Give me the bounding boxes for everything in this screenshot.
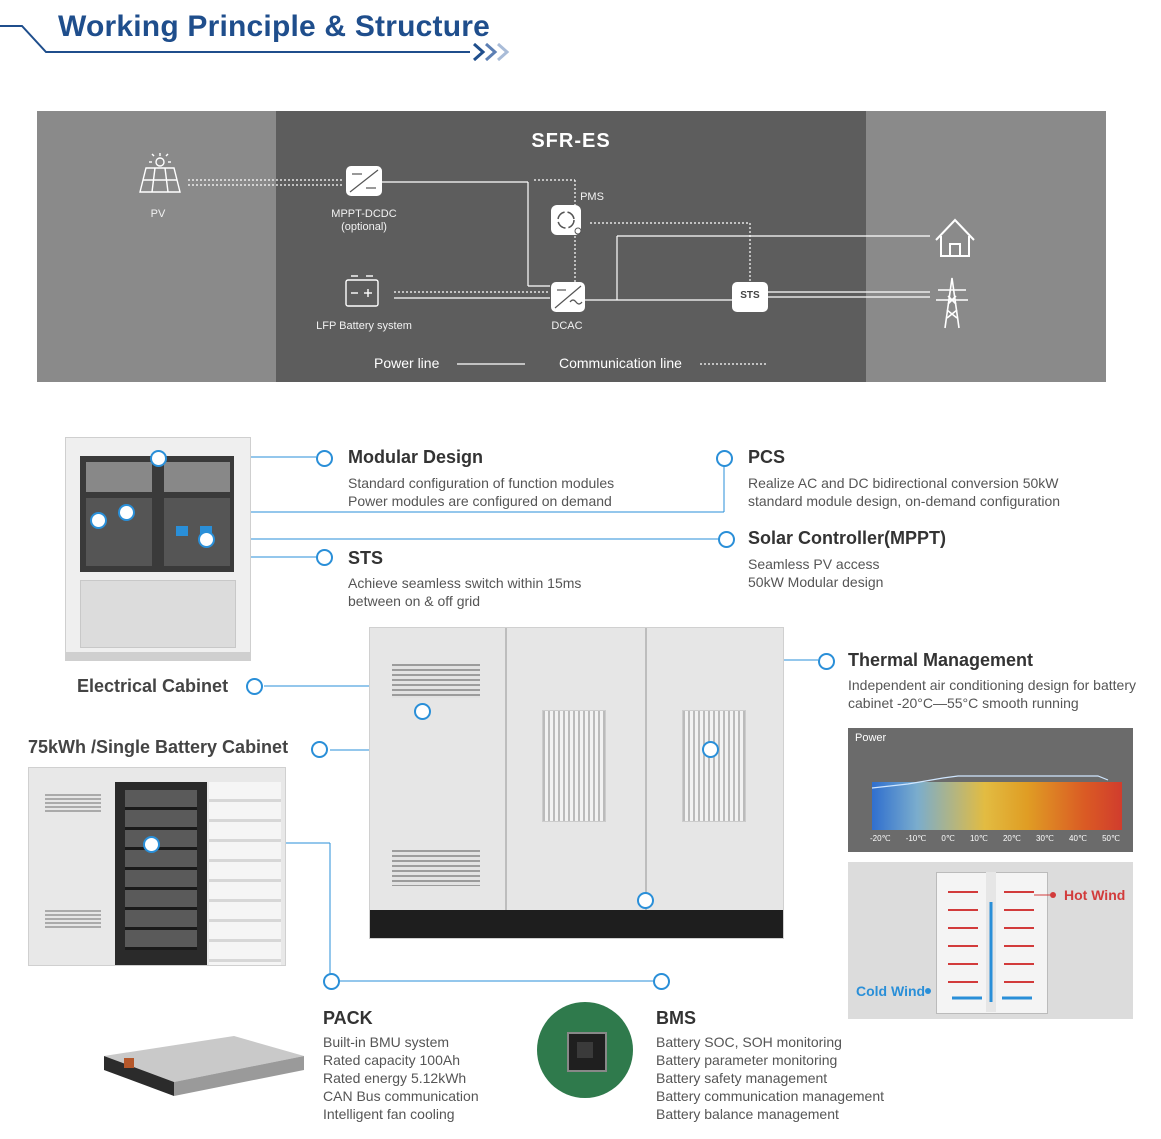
tick-label: 40℃ [1069,834,1087,843]
feature-line: Battery communication management [656,1088,884,1104]
tick-label: 10℃ [969,834,988,843]
sts-title: STS [348,548,384,568]
callout-dot [718,531,735,548]
pcs-block: PCS Realize AC and DC bidirectional conv… [748,447,1060,510]
feature-line: cabinet -20°C—55°C smooth running [848,695,1079,711]
callout-dot [716,450,733,467]
electrical-cabinet-image [65,437,251,661]
diagram-title: SFR-ES [531,130,611,152]
callout-dot [316,450,333,467]
callout-dot [818,653,835,670]
callout-dot [637,892,654,909]
callout-dot [198,531,215,548]
battery-icon [345,275,379,307]
pv-label: PV [150,208,166,220]
hot-wind-label: Hot Wind [1064,887,1126,903]
feature-line: Built-in BMU system [323,1034,450,1050]
cold-wind-label: Cold Wind [856,983,926,999]
callout-dot [143,836,160,853]
diagram-lines [139,153,975,365]
callout-dot [311,741,328,758]
callout-dot [150,450,167,467]
sts-block: STS Achieve seamless switch within 15ms … [348,548,581,610]
dcac-label: DCAC [551,320,583,332]
tick-label: 20℃ [1002,834,1021,843]
power-tower-icon [936,277,968,329]
mppt-optional-label: (optional) [341,221,387,233]
feature-line: CAN Bus communication [323,1088,479,1104]
sts-box [732,282,768,312]
tick-label: 50℃ [1102,834,1120,843]
callout-dot [90,512,107,529]
feature-line: Rated capacity 100Ah [323,1052,460,1068]
modular-design-title: Modular Design [348,447,484,467]
battery-cabinet-label: 75kWh /Single Battery Cabinet [28,737,289,757]
tick-label: -20℃ [870,834,891,843]
pack-title: PACK [323,1008,373,1028]
callout-dot [316,549,333,566]
pms-label: PMS [580,191,604,203]
mppt-converter-icon [346,166,382,196]
house-icon [935,218,975,257]
legend-power-line: Power line [374,355,440,371]
feature-line: Rated energy 5.12kWh [323,1070,467,1086]
feature-line: Seamless PV access [748,556,880,572]
callout-dot [246,678,263,695]
bms-title: BMS [656,1008,696,1028]
chevron-arrows-icon [473,42,510,62]
feature-line: Battery parameter monitoring [656,1052,838,1068]
battery-label: LFP Battery system [316,320,412,332]
feature-line: Standard configuration of function modul… [348,475,615,491]
mppt-label: MPPT-DCDC [331,208,397,220]
callout-dot [702,741,719,758]
feature-line: Realize AC and DC bidirectional conversi… [748,475,1059,491]
feature-line: Battery safety management [656,1070,828,1086]
airflow-arrows [925,891,1056,1002]
pack-module-image [104,1036,304,1096]
pcs-title: PCS [748,447,786,467]
pms-icon [551,205,582,235]
system-diagram-center [276,111,866,382]
thermal-management-title: Thermal Management [848,650,1034,670]
feature-line: Independent air conditioning design for … [848,677,1136,693]
main-battery-cabinet-image [369,627,784,939]
modular-design-block: Modular Design Standard configuration of… [348,447,614,510]
feature-line: Battery balance management [656,1106,839,1122]
feature-line: 50kW Modular design [748,574,884,590]
dcac-converter-icon [551,282,585,312]
feature-line: between on & off grid [348,593,481,609]
callout-dot [414,703,431,720]
callout-dot [118,504,135,521]
feature-line: Battery SOC, SOH monitoring [656,1034,842,1050]
thermal-management-block: Thermal Management Independent air condi… [848,650,1136,712]
solar-controller-block: Solar Controller(MPPT) Seamless PV acces… [748,528,946,591]
thermal-chart-ylabel: Power [855,732,887,744]
feature-line: Intelligent fan cooling [323,1106,455,1122]
thermal-chart-ticks: -20℃ -10℃ 0℃ 10℃ 20℃ 30℃ 40℃ 50℃ [870,834,1120,843]
feature-line: standard module design, on-demand config… [748,493,1061,509]
callout-dot [323,973,340,990]
pack-module-drawing [104,1036,304,1096]
airflow-diagram-image [848,862,1133,1019]
solar-panel-icon [139,153,181,193]
thermal-chart-image [848,728,1133,852]
header-decoration [0,25,510,62]
bms-board-image [537,1002,633,1098]
callout-dot [653,973,670,990]
solar-controller-title: Solar Controller(MPPT) [748,528,947,548]
sts-label: STS [740,290,760,301]
feature-line: Achieve seamless switch within 15ms [348,575,582,591]
feature-line: Power modules are configured on demand [348,493,612,509]
page-title: Working Principle & Structure [58,10,490,43]
tick-label: 0℃ [941,834,955,843]
tick-label: 30℃ [1036,834,1054,843]
pack-block: PACK Built-in BMU system Rated capacity … [323,1008,479,1123]
electrical-cabinet-label: Electrical Cabinet [77,676,229,696]
thermal-curve [871,775,1109,789]
legend-communication-line: Communication line [559,355,682,371]
tick-label: -10℃ [905,834,927,843]
bms-block: BMS Battery SOC, SOH monitoring Battery … [656,1008,884,1123]
battery-cabinet-image [28,767,286,966]
